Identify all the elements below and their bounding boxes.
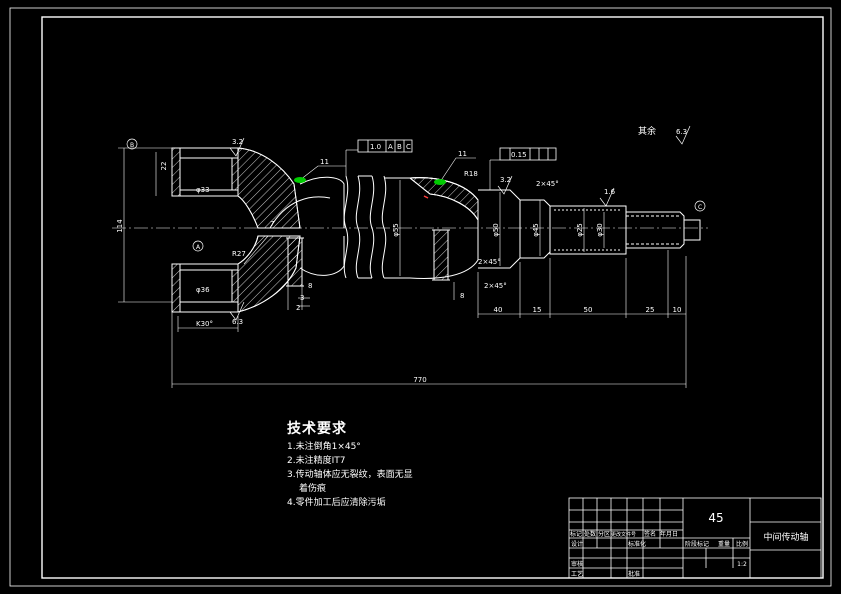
rough-32a: 3.2 [232, 138, 243, 146]
tb-col-mark: 标记 [570, 530, 582, 538]
dim-8a: 8 [308, 282, 312, 290]
circle-label-a: A [196, 244, 201, 251]
tb-row-design: 设计 [571, 540, 583, 548]
tb-col-zone: 分区 [598, 530, 610, 538]
dim-dia-36: φ36 [196, 286, 210, 294]
tb-row-std: 标准化 [628, 540, 646, 548]
note-item: 1.未注倒角1×45° [287, 442, 361, 452]
dim-dia-45: φ45 [532, 223, 540, 237]
dim-dia-25: φ25 [576, 223, 584, 237]
dim-chamfer-b: 2×45° [478, 258, 501, 266]
tb-row-approve: 批准 [628, 570, 640, 578]
dim-dia-55: φ55 [392, 223, 400, 237]
tb-col-date: 年月日 [660, 530, 678, 538]
gdt1-datum-b: B [397, 143, 402, 151]
note-item: 2.未注精度IT7 [287, 456, 346, 466]
red-mark [423, 195, 429, 199]
circle-label-b: B [130, 142, 134, 149]
dim-dia-33: φ33 [196, 186, 210, 194]
tb-scale: 1:2 [737, 561, 747, 568]
dim-chamfer-a: 2×45° [536, 180, 559, 188]
gdt1-datum-a: A [388, 143, 393, 151]
dim-k30: K30° [196, 320, 213, 328]
dim-7: 7 [270, 220, 274, 228]
tb-col-count: 处数 [584, 530, 596, 538]
dim-2: 2 [296, 304, 300, 312]
leader-11b: 11 [458, 150, 467, 158]
dim-overall-length: 770 [413, 376, 426, 384]
dim-r27: R27 [232, 250, 246, 258]
dim-15: 15 [533, 306, 542, 314]
tb-row-weight: 重量 [718, 540, 730, 548]
gdt-tol-2: 0.15 [511, 151, 527, 159]
datum-circle-c [694, 200, 706, 212]
weld-mark-left [294, 177, 306, 183]
rough-16: 1.6 [604, 188, 616, 196]
dim-chamfer-c: 2×45° [484, 282, 507, 290]
note-item: 3.传动轴体应无裂纹，表面无显 [287, 470, 413, 480]
tb-col-docno: 更改文件号 [611, 531, 636, 538]
leader-11a: 11 [320, 158, 329, 166]
roughness-other-label: 其余 [638, 125, 656, 137]
drawing-frame [41, 16, 824, 579]
dim-50: 50 [584, 306, 593, 314]
dim-dia-50: φ50 [492, 223, 500, 237]
dimension-lines [118, 147, 687, 388]
break-line-right [369, 175, 375, 279]
tb-row-stage: 阶段标记 [685, 540, 709, 548]
gdt-tol-1: 1.0 [370, 143, 381, 151]
dim-25: 25 [646, 306, 655, 314]
tb-row-scale: 比例 [736, 540, 748, 548]
tb-part-name: 中间传动轴 [763, 531, 808, 543]
weld-mark-right [434, 179, 446, 185]
gdt1-datum-c: C [406, 143, 411, 151]
datum-circle-b [126, 138, 138, 150]
rough-32b: 3.2 [500, 176, 511, 184]
tb-row-process: 工艺 [571, 570, 583, 578]
dim-114: 114 [116, 219, 124, 233]
dim-10: 10 [673, 306, 682, 314]
circle-label-c: C [698, 204, 702, 211]
note-item: 着伤痕 [299, 484, 327, 494]
rough-63b: 6.3 [232, 318, 243, 326]
outer-border [9, 7, 832, 587]
roughness-symbols [229, 125, 691, 321]
datum-circle-a [192, 240, 204, 252]
tb-col-sign: 签名 [644, 530, 656, 538]
dim-40: 40 [494, 306, 503, 314]
dim-3: 3 [300, 294, 304, 302]
rough-63a: 6.3 [676, 128, 687, 136]
break-line-left [343, 175, 349, 279]
hub-section [384, 177, 701, 281]
break-line-left-b [355, 175, 361, 279]
yoke-section [171, 147, 345, 313]
dim-22: 22 [160, 162, 168, 171]
note-item: 4.零件加工后应清除污垢 [287, 498, 386, 508]
tb-row-review: 审核 [571, 560, 583, 568]
dim-8b: 8 [460, 292, 464, 300]
technical-requirements: 技术要求 1.未注倒角1×45° 2.未注精度IT7 3.传动轴体应无裂纹，表面… [287, 418, 413, 510]
dim-dia-30: φ30 [596, 223, 604, 237]
notes-title: 技术要求 [287, 421, 347, 437]
gdt-frame-2 [499, 147, 557, 161]
gdt-frame-1 [357, 139, 413, 153]
tb-material: 45 [708, 511, 723, 525]
break-line-right-b [381, 175, 387, 279]
title-block [568, 497, 822, 579]
dim-r18: R18 [464, 170, 478, 178]
